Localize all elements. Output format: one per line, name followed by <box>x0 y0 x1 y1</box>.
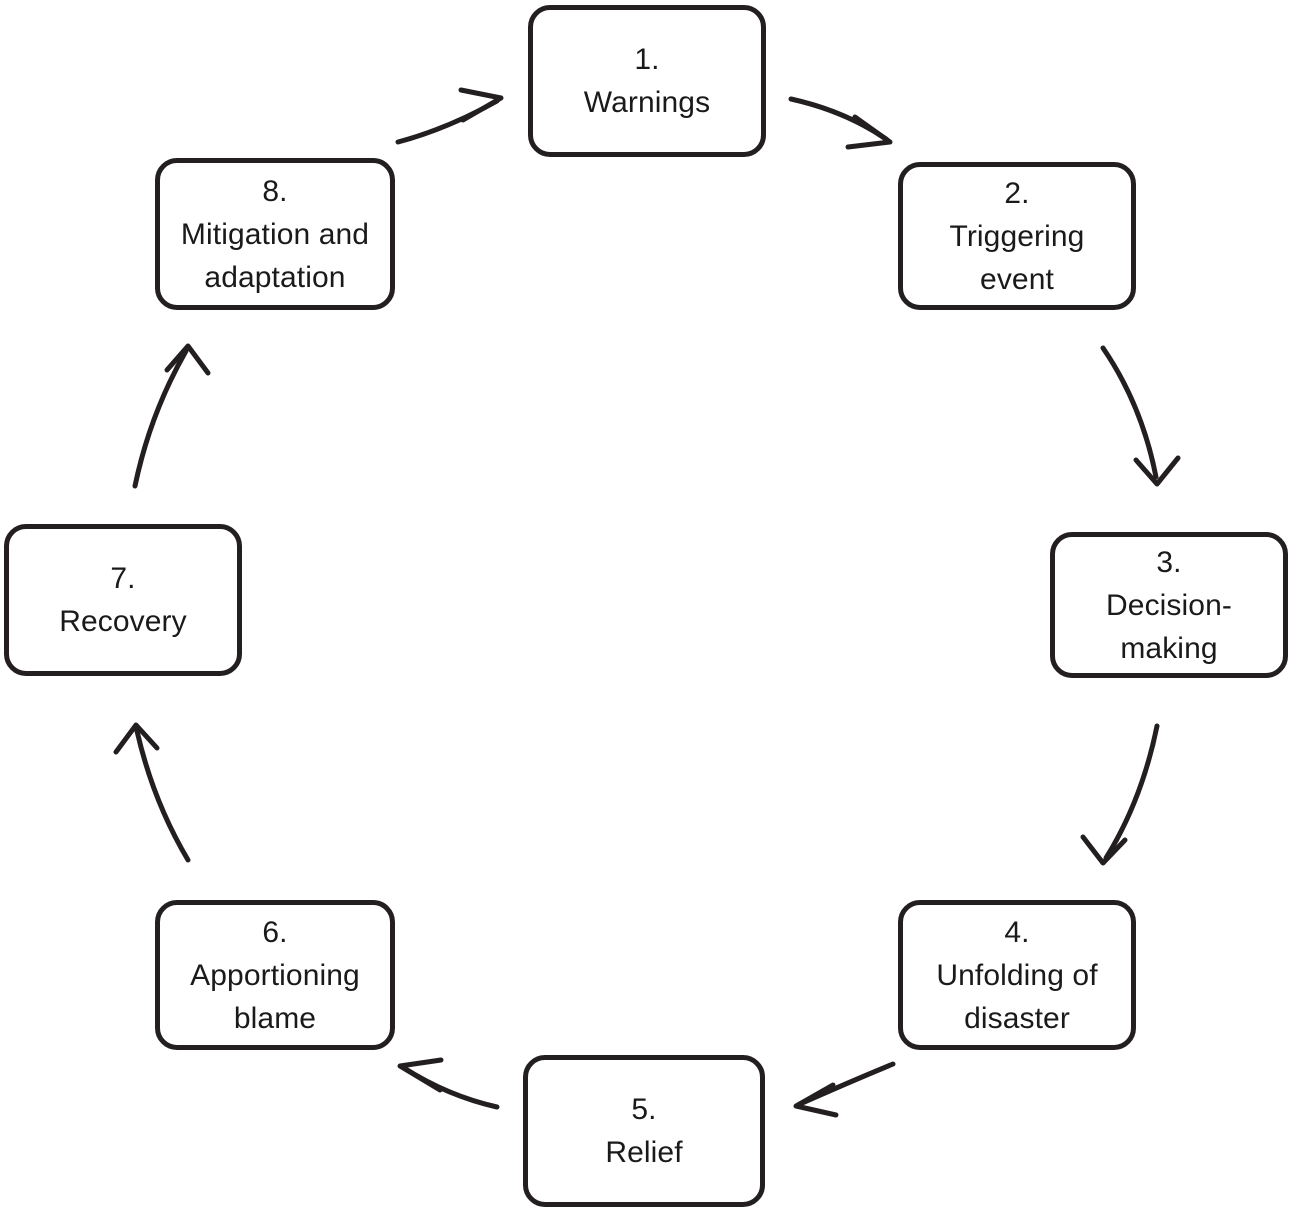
cycle-node-2-label: 2. Triggering event <box>949 176 1085 296</box>
cycle-node-4-label: 4. Unfolding of disaster <box>936 915 1098 1035</box>
arrow-5-to-6 <box>397 1057 500 1110</box>
arrow-3-to-4 <box>1080 723 1160 866</box>
cycle-node-6-label: 6. Apportioning blame <box>190 915 360 1035</box>
arrow-1-to-2 <box>788 96 893 150</box>
cycle-node-2-triggering-event[interactable]: 2. Triggering event <box>898 162 1136 310</box>
cycle-node-5-label: 5. Relief <box>605 1093 683 1169</box>
cycle-node-8-mitigation-and-adaptation[interactable]: 8. Mitigation and adaptation <box>155 158 395 310</box>
cycle-node-5-relief[interactable]: 5. Relief <box>523 1055 765 1207</box>
cycle-node-6-apportioning-blame[interactable]: 6. Apportioning blame <box>155 900 395 1050</box>
cycle-node-1-label: 1. Warnings <box>583 43 711 119</box>
arrow-8-to-1 <box>395 87 504 145</box>
arrow-7-to-8 <box>132 343 211 489</box>
cycle-node-7-recovery[interactable]: 7. Recovery <box>4 524 242 676</box>
arrow-6-to-7 <box>113 722 191 863</box>
cycle-node-3-decision-making[interactable]: 3. Decision- making <box>1050 532 1288 678</box>
cycle-node-7-label: 7. Recovery <box>59 562 187 638</box>
arrow-4-to-5 <box>793 1061 896 1118</box>
cycle-node-4-unfolding-of-disaster[interactable]: 4. Unfolding of disaster <box>898 900 1136 1050</box>
cycle-node-1-warnings[interactable]: 1. Warnings <box>528 5 766 157</box>
cycle-node-8-label: 8. Mitigation and adaptation <box>180 174 370 294</box>
cycle-node-3-label: 3. Decision- making <box>1106 545 1232 665</box>
arrow-2-to-3 <box>1100 345 1181 487</box>
